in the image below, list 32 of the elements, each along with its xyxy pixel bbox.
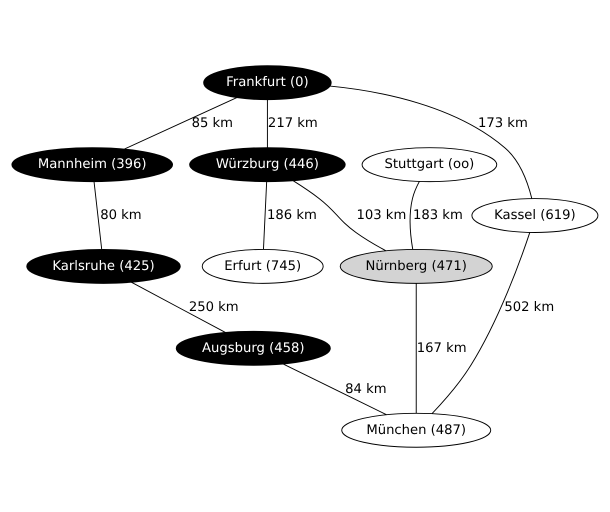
connector: [130, 281, 226, 332]
connector: [410, 180, 420, 250]
node-ellipse: Kassel (619): [471, 198, 598, 232]
node-ellipse: Nürnberg (471): [340, 248, 493, 284]
edge-label: 186 km: [267, 208, 317, 223]
edge-label: 173 km: [478, 116, 528, 131]
connector: [292, 180, 386, 251]
edge-label: 85 km: [192, 116, 234, 131]
node-ellipse: Augsburg (458): [176, 330, 331, 366]
connector: [124, 96, 238, 149]
node-ellipse: Frankfurt (0): [203, 64, 332, 100]
edge-label: 502 km: [504, 299, 554, 314]
connector: [416, 282, 417, 414]
connector: [283, 363, 387, 415]
edge-label: 167 km: [416, 340, 467, 356]
node-ellipse: Karlsruhe (425): [26, 248, 181, 284]
node-ellipse: Stuttgart (oo): [362, 146, 498, 182]
edge-label: 103 km: [356, 208, 406, 223]
edge-label: 250 km: [188, 299, 239, 314]
edge-label: 84 km: [345, 381, 387, 396]
node-ellipse: Mannheim (396): [11, 146, 174, 182]
connector: [329, 85, 532, 198]
edge-label: 80 km: [100, 208, 142, 223]
edge-label: 183 km: [412, 208, 463, 223]
node-ellipse: Erfurt (745): [202, 248, 324, 284]
connector: [266, 98, 268, 148]
connector: [94, 180, 102, 250]
connector: [263, 180, 268, 250]
node-ellipse: München (487): [341, 412, 492, 448]
connector: [432, 231, 530, 414]
edge-label: 217 km: [268, 116, 318, 131]
node-ellipse: Würzburg (446): [189, 146, 346, 182]
